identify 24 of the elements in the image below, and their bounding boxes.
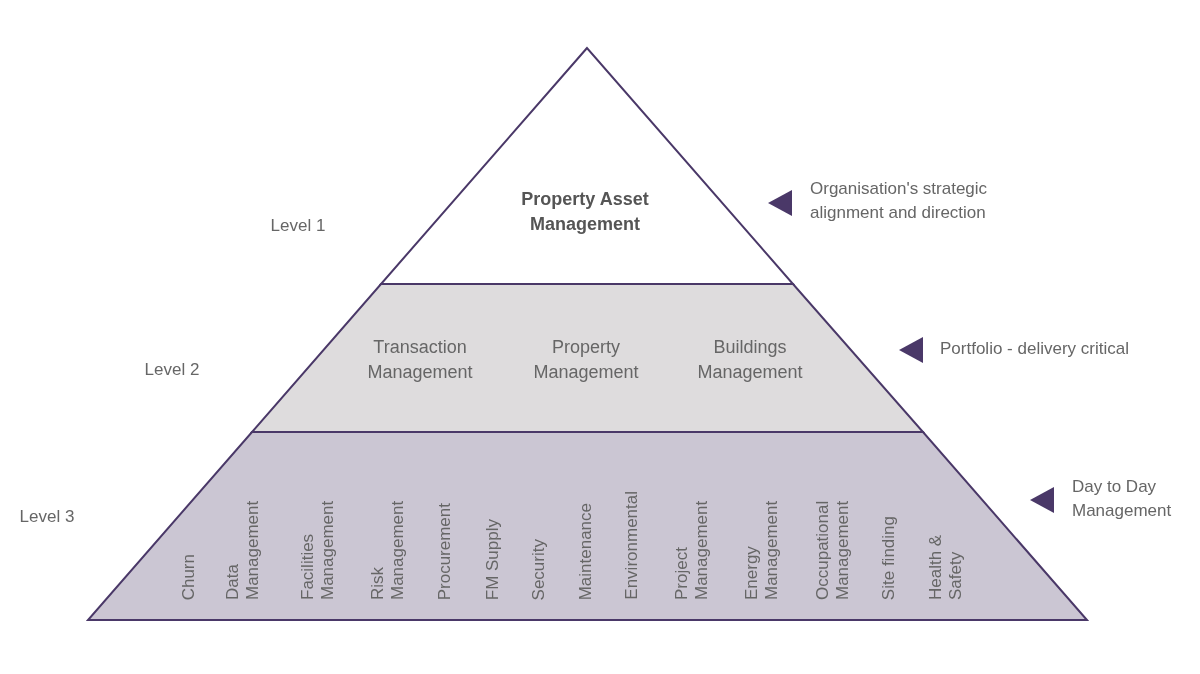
tier-description: Portfolio - delivery critical [940,338,1130,360]
tier-description: Day to Day Management [1072,476,1173,522]
tier-heading: Property Asset Management [520,188,650,236]
category-label: FM Supply [483,518,503,600]
category-label: Risk Management [368,499,408,600]
tier-heading: Transaction Management [366,336,474,384]
tier-heading: Property Management [532,336,640,384]
category-label: Churn [179,553,199,600]
tier-description: Organisation's strategic alignment and direction [810,178,989,224]
category-label: Environmental [622,491,642,600]
category-label: Maintenance [576,502,596,600]
category-label: Project Management [672,499,712,600]
category-label: Procurement [435,502,455,600]
category-label: Site finding [879,515,899,600]
category-label: Health & Safety [926,533,966,600]
category-label: Occupational Management [813,499,853,600]
category-label: Data Management [223,499,263,600]
level-label: Level 3 [18,506,76,528]
level-label: Level 2 [143,359,201,381]
category-label: Security [529,538,549,600]
category-label: Energy Management [742,499,782,600]
category-label: Facilities Management [298,499,338,600]
level-label: Level 1 [269,215,327,237]
tier-heading: Buildings Management [696,336,804,384]
